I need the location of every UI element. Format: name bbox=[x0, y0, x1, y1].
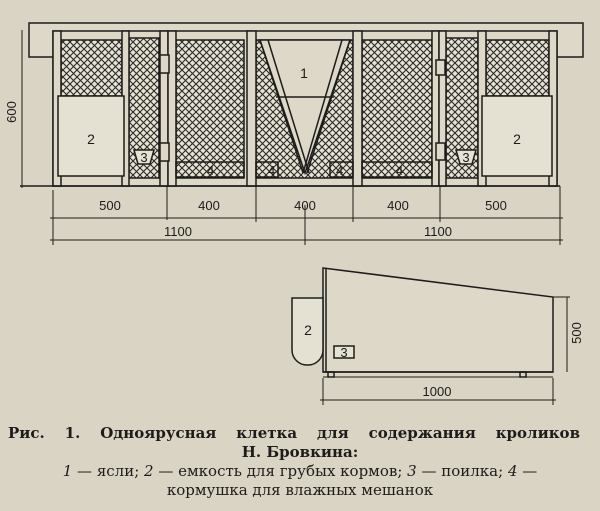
label-wet-feeder: 4 bbox=[396, 163, 403, 178]
label-wet-feeder: 4 bbox=[207, 163, 214, 178]
legend-text: — емкость для грубых кормов; bbox=[153, 462, 408, 480]
dim-side-height: 500 bbox=[569, 322, 584, 344]
dim-half-right: 1100 bbox=[424, 224, 452, 239]
dim-w3: 400 bbox=[294, 198, 316, 213]
label-hay-rack: 1 bbox=[300, 65, 308, 81]
label-wet-feeder: 4 bbox=[336, 163, 343, 178]
caption-title: Рис. 1. Одноярусная клетка для содержани… bbox=[0, 424, 600, 462]
legend-text: — поилка; bbox=[416, 462, 508, 480]
front-view-labels: 1 2 2 3 3 4 4 4 4 600 500 400 400 400 50… bbox=[4, 65, 521, 239]
label-coarse-feed-box-right: 2 bbox=[513, 131, 521, 147]
dim-w2: 400 bbox=[198, 198, 220, 213]
label-drinker-right: 3 bbox=[462, 150, 469, 165]
figure-caption: Рис. 1. Одноярусная клетка для содержани… bbox=[0, 424, 600, 500]
label-drinker-left: 3 bbox=[140, 150, 147, 165]
caption-legend: 1 — ясли; 2 — емкость для грубых кормов;… bbox=[0, 462, 600, 481]
caption-title-line1: Рис. 1. Одноярусная клетка для содержани… bbox=[8, 424, 580, 442]
caption-legend-line2: кормушка для влажных мешанок bbox=[166, 481, 434, 499]
label-side-coarse-feed-box: 2 bbox=[304, 322, 312, 338]
legend-num: 4 bbox=[507, 462, 518, 480]
dim-height: 600 bbox=[4, 101, 19, 123]
side-view-labels: 2 3 500 1000 bbox=[304, 322, 584, 399]
dim-w5: 500 bbox=[485, 198, 507, 213]
legend-text: — bbox=[517, 462, 538, 480]
dim-w1: 500 bbox=[99, 198, 121, 213]
label-side-drinker: 3 bbox=[340, 345, 347, 360]
legend-text: — ясли; bbox=[72, 462, 145, 480]
cage-drawing: 1 2 2 3 3 4 4 4 4 600 500 400 400 400 50… bbox=[4, 22, 584, 405]
side-view bbox=[291, 267, 570, 405]
caption-title-line2: Н. Бровкина: bbox=[241, 443, 359, 461]
dim-w4: 400 bbox=[387, 198, 409, 213]
legend-num: 3 bbox=[407, 462, 417, 480]
label-coarse-feed-box-left: 2 bbox=[87, 131, 95, 147]
dim-half-left: 1100 bbox=[164, 224, 192, 239]
legend-num: 2 bbox=[144, 462, 154, 480]
legend-num: 1 bbox=[62, 462, 73, 480]
front-view bbox=[20, 22, 584, 245]
label-wet-feeder: 4 bbox=[268, 163, 275, 178]
dim-side-depth: 1000 bbox=[423, 384, 452, 399]
